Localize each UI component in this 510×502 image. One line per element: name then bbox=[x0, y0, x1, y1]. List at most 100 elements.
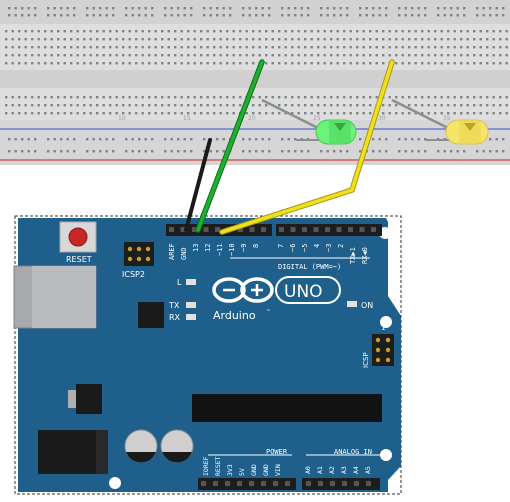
breadboard-hole bbox=[63, 96, 66, 99]
breadboard-hole bbox=[138, 14, 141, 17]
breadboard-hole bbox=[14, 7, 17, 10]
breadboard-hole bbox=[190, 7, 193, 10]
pin-label-aref: AREF bbox=[168, 243, 176, 260]
breadboard-hole bbox=[479, 38, 482, 41]
breadboard-hole bbox=[434, 96, 437, 99]
breadboard-hole bbox=[395, 38, 398, 41]
breadboard-hole bbox=[505, 30, 508, 33]
breadboard-hole bbox=[437, 150, 440, 153]
breadboard-hole bbox=[356, 46, 359, 49]
breadboard-hole bbox=[222, 138, 225, 141]
breadboard-hole bbox=[268, 7, 271, 10]
breadboard-hole bbox=[216, 14, 219, 17]
breadboard-hole bbox=[239, 46, 242, 49]
breadboard-hole bbox=[44, 54, 47, 57]
breadboard-hole bbox=[83, 104, 86, 107]
breadboard-hole bbox=[226, 46, 229, 49]
breadboard-hole bbox=[317, 96, 320, 99]
breadboard-hole bbox=[57, 30, 60, 33]
breadboard-hole bbox=[398, 150, 401, 153]
green-led-leg bbox=[261, 98, 319, 130]
breadboard-hole bbox=[427, 96, 430, 99]
breadboard-hole bbox=[18, 62, 21, 65]
breadboard-hole bbox=[239, 62, 242, 65]
breadboard-hole bbox=[138, 150, 141, 153]
breadboard-hole bbox=[34, 7, 37, 10]
breadboard-hole bbox=[323, 96, 326, 99]
breadboard-hole bbox=[424, 7, 427, 10]
breadboard-hole bbox=[369, 38, 372, 41]
breadboard-hole bbox=[343, 104, 346, 107]
breadboard-hole bbox=[76, 62, 79, 65]
breadboard-hole bbox=[83, 38, 86, 41]
breadboard-hole bbox=[122, 112, 125, 115]
breadboard-hole bbox=[401, 46, 404, 49]
breadboard-hole bbox=[122, 54, 125, 57]
on-label: ON bbox=[361, 301, 373, 310]
breadboard-hole bbox=[294, 7, 297, 10]
breadboard-hole bbox=[356, 62, 359, 65]
breadboard-hole bbox=[180, 54, 183, 57]
breadboard-hole bbox=[151, 138, 154, 141]
breadboard-hole bbox=[86, 14, 89, 17]
wires[interactable] bbox=[184, 59, 395, 235]
breadboard-hole bbox=[479, 112, 482, 115]
board-pcb bbox=[18, 218, 401, 492]
breadboard-hole bbox=[404, 14, 407, 17]
breadboard-hole bbox=[161, 46, 164, 49]
breadboard-hole bbox=[495, 138, 498, 141]
breadboard-hole bbox=[161, 62, 164, 65]
breadboard-hole bbox=[434, 62, 437, 65]
pin-label: A0 bbox=[304, 466, 312, 474]
breadboard-hole bbox=[447, 46, 450, 49]
breadboard-hole bbox=[83, 112, 86, 115]
breadboard-hole bbox=[76, 54, 79, 57]
breadboard-hole bbox=[219, 96, 222, 99]
reset-button-cap[interactable] bbox=[68, 227, 88, 247]
yellow-led-assembly[interactable] bbox=[391, 98, 489, 145]
breadboard-hole bbox=[489, 138, 492, 141]
breadboard-hole bbox=[141, 104, 144, 107]
breadboard-hole bbox=[307, 7, 310, 10]
pin-11-wire[interactable] bbox=[220, 60, 394, 234]
breadboard-hole bbox=[128, 104, 131, 107]
breadboard-hole bbox=[460, 38, 463, 41]
pin-13-wire[interactable] bbox=[196, 60, 264, 232]
breadboard-hole bbox=[141, 112, 144, 115]
pin-label: 5V bbox=[238, 468, 246, 476]
breadboard-hole bbox=[473, 104, 476, 107]
breadboard-hole bbox=[31, 104, 34, 107]
breadboard-hole bbox=[21, 138, 24, 141]
breadboard-hole bbox=[47, 7, 50, 10]
breadboard-hole bbox=[37, 38, 40, 41]
breadboard-hole bbox=[242, 138, 245, 141]
power-pins bbox=[201, 481, 290, 486]
breadboard-hole bbox=[482, 7, 485, 10]
breadboard-hole bbox=[395, 30, 398, 33]
breadboard-hole bbox=[96, 38, 99, 41]
breadboard-hole bbox=[317, 30, 320, 33]
breadboard-hole bbox=[343, 96, 346, 99]
breadboard-hole bbox=[60, 7, 63, 10]
breadboard-hole bbox=[440, 104, 443, 107]
breadboard-hole bbox=[388, 30, 391, 33]
breadboard-hole bbox=[141, 62, 144, 65]
breadboard-hole bbox=[398, 7, 401, 10]
breadboard-hole bbox=[349, 62, 352, 65]
green-led-assembly[interactable] bbox=[261, 98, 357, 145]
breadboard-hole bbox=[115, 38, 118, 41]
breadboard-hole bbox=[492, 104, 495, 107]
breadboard-hole bbox=[317, 46, 320, 49]
breadboard-hole bbox=[161, 112, 164, 115]
gnd-wire[interactable] bbox=[184, 138, 212, 232]
breadboard-hole bbox=[291, 96, 294, 99]
breadboard-hole bbox=[320, 7, 323, 10]
breadboard-hole bbox=[284, 62, 287, 65]
icsp-pin-one: 1 bbox=[381, 324, 385, 332]
pin-label: A2 bbox=[328, 466, 336, 474]
breadboard-hole bbox=[346, 14, 349, 17]
breadboard-hole bbox=[109, 62, 112, 65]
breadboard-hole bbox=[252, 30, 255, 33]
breadboard-hole bbox=[502, 150, 505, 153]
breadboard-hole bbox=[226, 38, 229, 41]
